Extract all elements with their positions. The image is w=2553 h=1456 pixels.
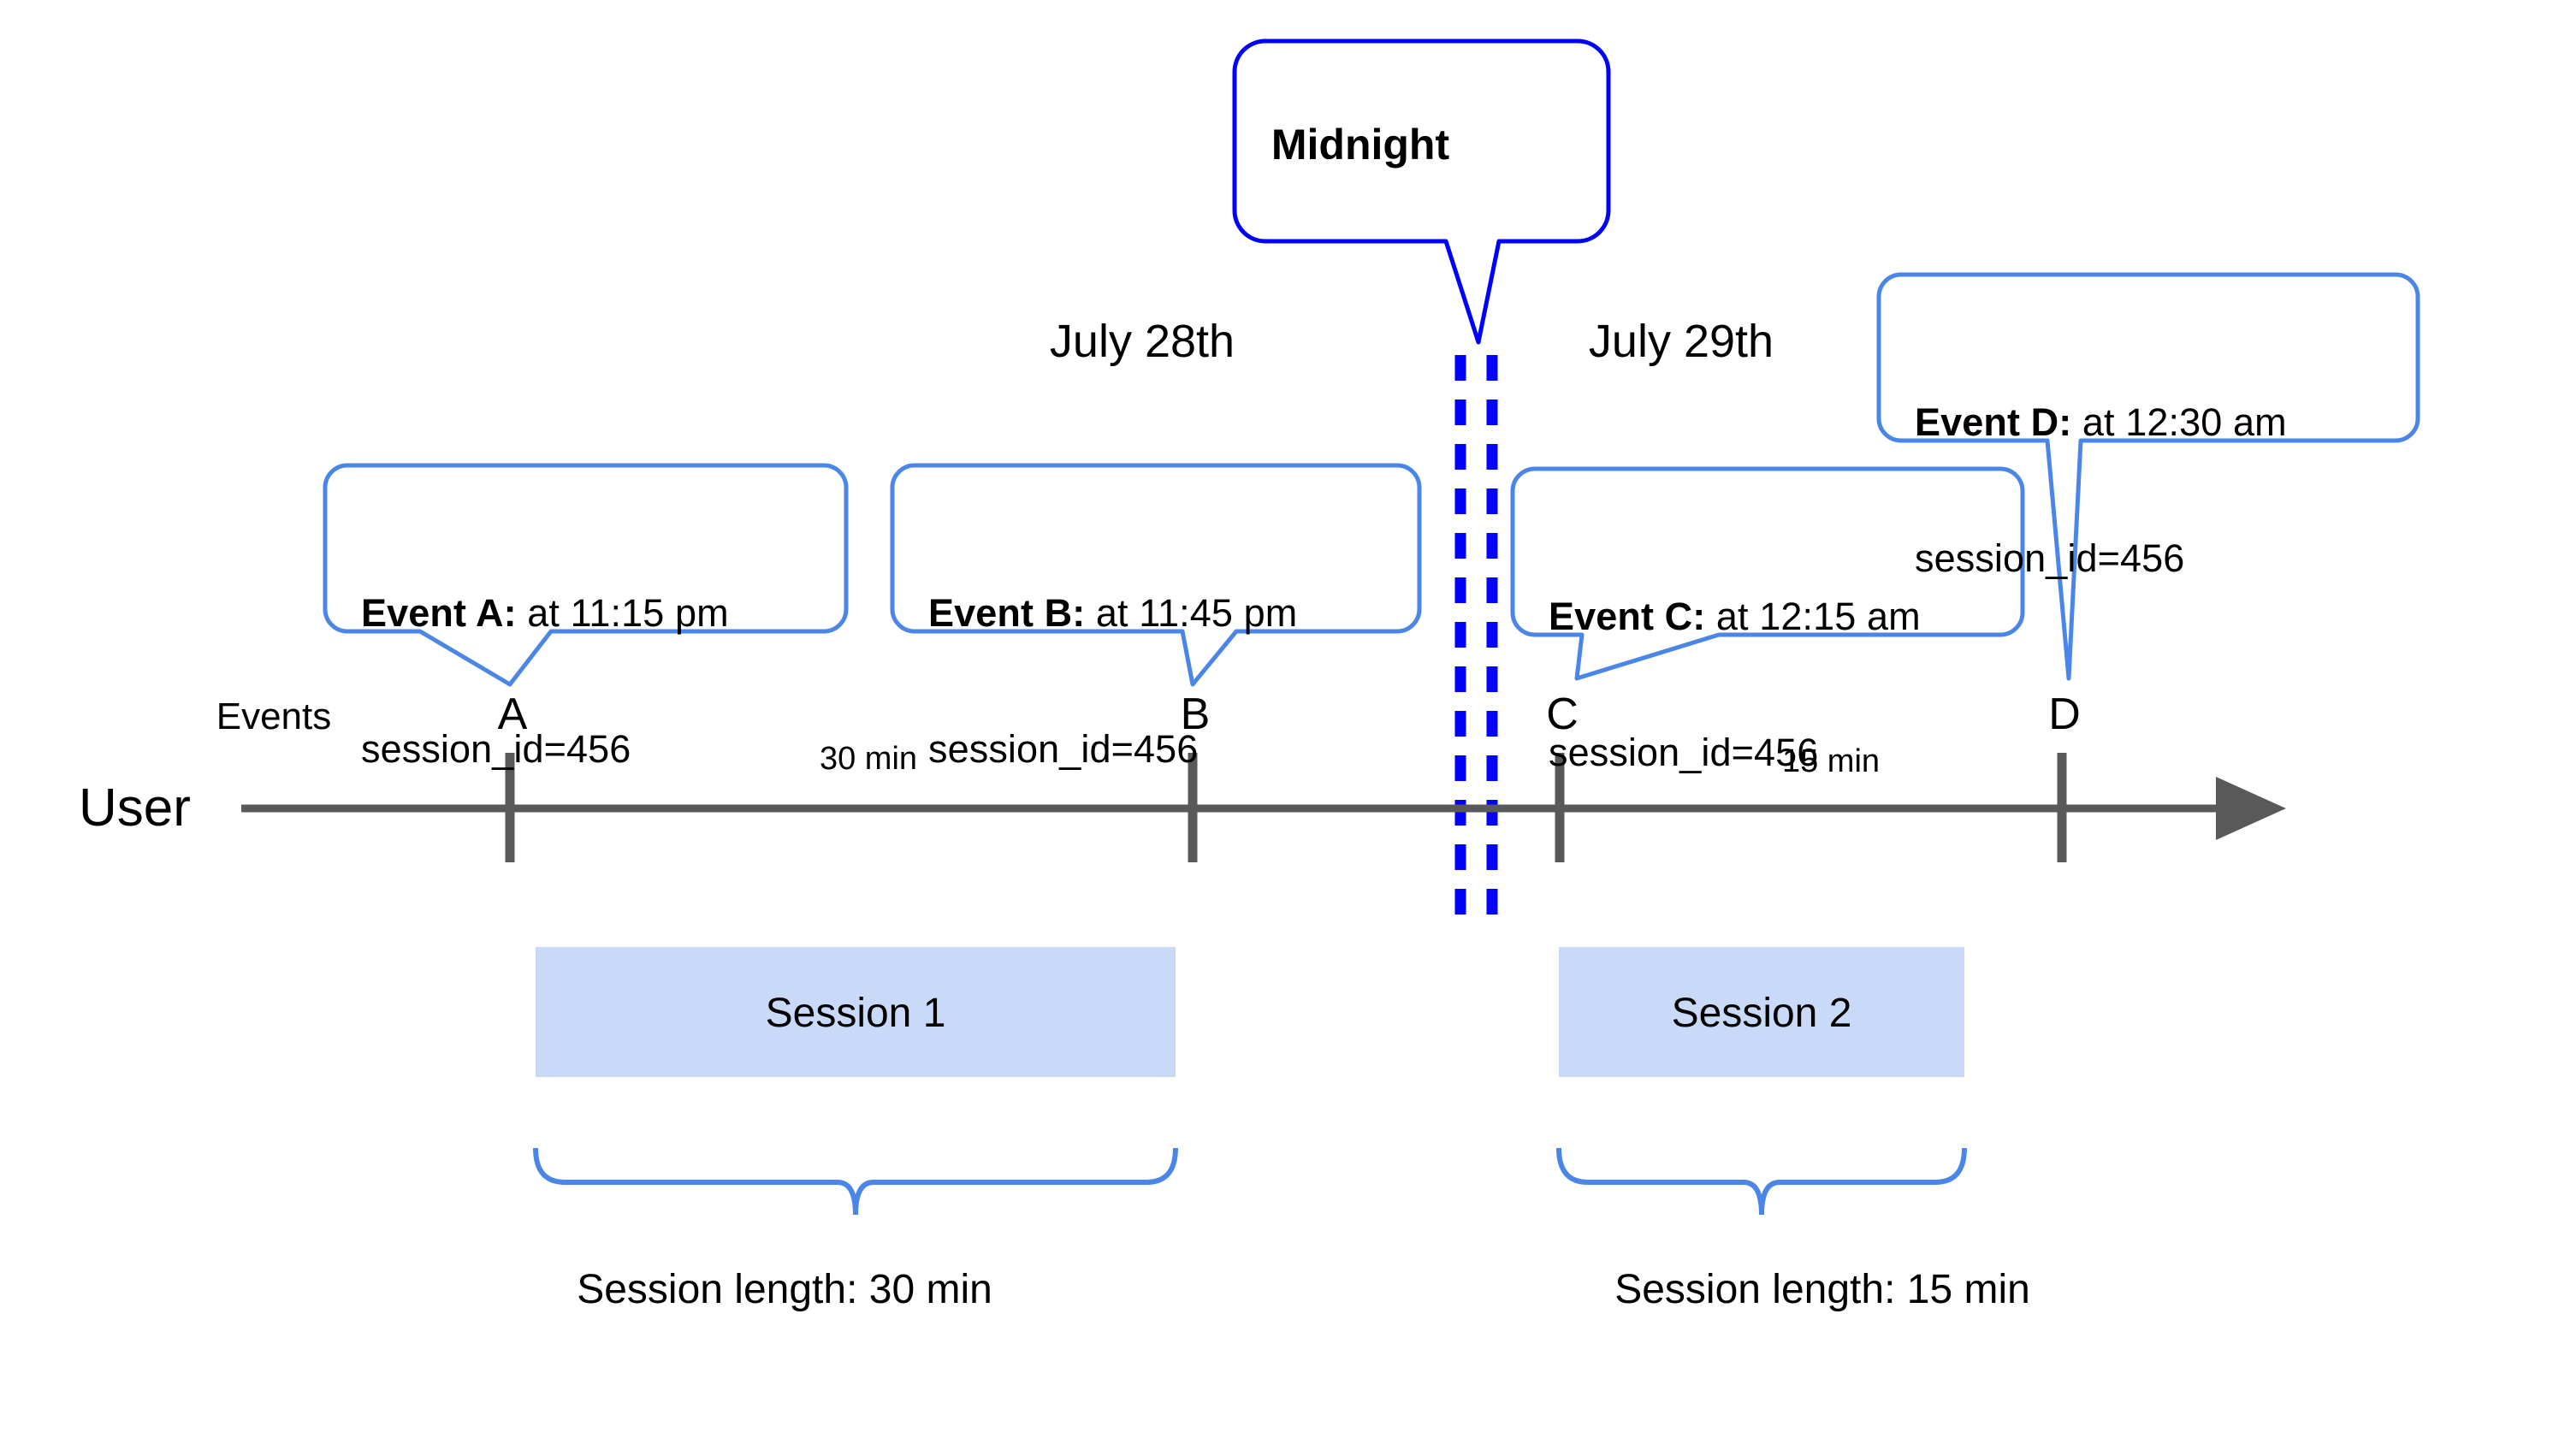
event-b-callout-text: Event B: at 11:45 pm session_id=456 [928,500,1297,863]
event-b-callout-shape [890,463,1422,687]
session-2-length-label: Session length: 15 min [1614,1267,2030,1312]
duration-label-15min: 15 min [1781,743,1881,779]
midnight-label: Midnight [1271,121,1450,169]
event-d-callout-shape [1876,272,2420,681]
event-a-session-id: session_id=456 [361,727,631,772]
event-a-bold-label: Event A: [361,591,517,636]
tick-letter-a: A [497,690,528,739]
duration-label-30min: 30 min [819,741,918,777]
date-label-july-28: July 28th [1049,316,1235,367]
tick-letter-d: D [2048,690,2081,739]
date-label-july-29: July 29th [1588,316,1774,367]
event-c-bold-label: Event C: [1549,595,1706,639]
event-a-detail-label: at 11:15 pm [516,591,729,636]
session-2-box [1559,947,1964,1077]
event-d-session-id: session_id=456 [1915,536,2185,581]
event-b-session-id: session_id=456 [928,727,1199,772]
event-d-callout-text: Event D: at 12:30 am session_id=456 [1915,309,2287,672]
timeline-ticks [505,753,2067,862]
session-1-brace [533,1147,1178,1216]
event-a-callout-text: Event A: at 11:15 pm session_id=456 [361,500,729,863]
event-c-detail-label: at 12:15 am [1705,595,1921,639]
event-c-callout-text: Event C: at 12:15 am session_id=456 [1549,503,1921,867]
event-c-callout-shape [1510,466,2025,681]
session-2-label: Session 2 [1671,991,1852,1036]
session-1-label: Session 1 [765,991,946,1036]
timeline-arrowhead [2216,777,2286,840]
event-d-detail-label: at 12:30 am [2071,400,2287,445]
tick-letter-c: C [1546,690,1579,739]
axis-row-label-user: User [79,778,191,837]
timeline-axis [241,777,2286,840]
event-a-callout-shape [323,463,849,687]
event-c-session-id: session_id=456 [1549,731,1819,775]
event-b-bold-label: Event B: [928,591,1086,636]
midnight-callout-shape [1232,38,1611,345]
event-b-detail-label: at 11:45 pm [1085,591,1298,636]
axis-events-label: Events [216,695,332,737]
session-1-box [536,947,1176,1077]
midnight-dashed-lines [1454,355,1498,924]
event-d-bold-label: Event D: [1915,400,2072,445]
session-2-brace [1556,1147,1967,1216]
tick-letter-b: B [1180,690,1211,739]
session-1-length-label: Session length: 30 min [577,1267,992,1312]
